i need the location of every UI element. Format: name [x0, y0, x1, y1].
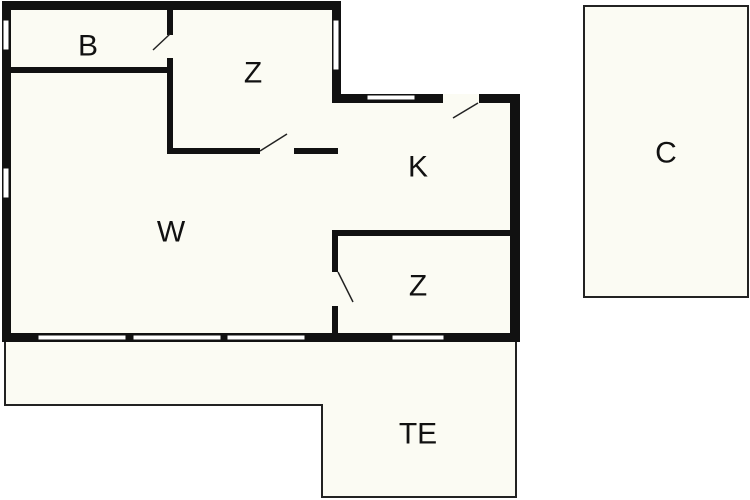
doors: [152, 33, 479, 306]
room-label-carport: C: [655, 137, 677, 170]
room-label-terrace: TE: [399, 418, 437, 451]
room-label-bedroom-top: Z: [244, 57, 262, 90]
room-label-kitchen: K: [408, 151, 428, 184]
room-label-bath: B: [78, 30, 98, 63]
house-floor: [4, 4, 516, 338]
interior-walls: [10, 10, 512, 336]
room-label-bedroom-bottom: Z: [409, 270, 427, 303]
windows: [2, 19, 445, 341]
terrace-area: [4, 337, 517, 498]
carport-area: [583, 5, 749, 298]
room-label-living: W: [157, 216, 186, 249]
